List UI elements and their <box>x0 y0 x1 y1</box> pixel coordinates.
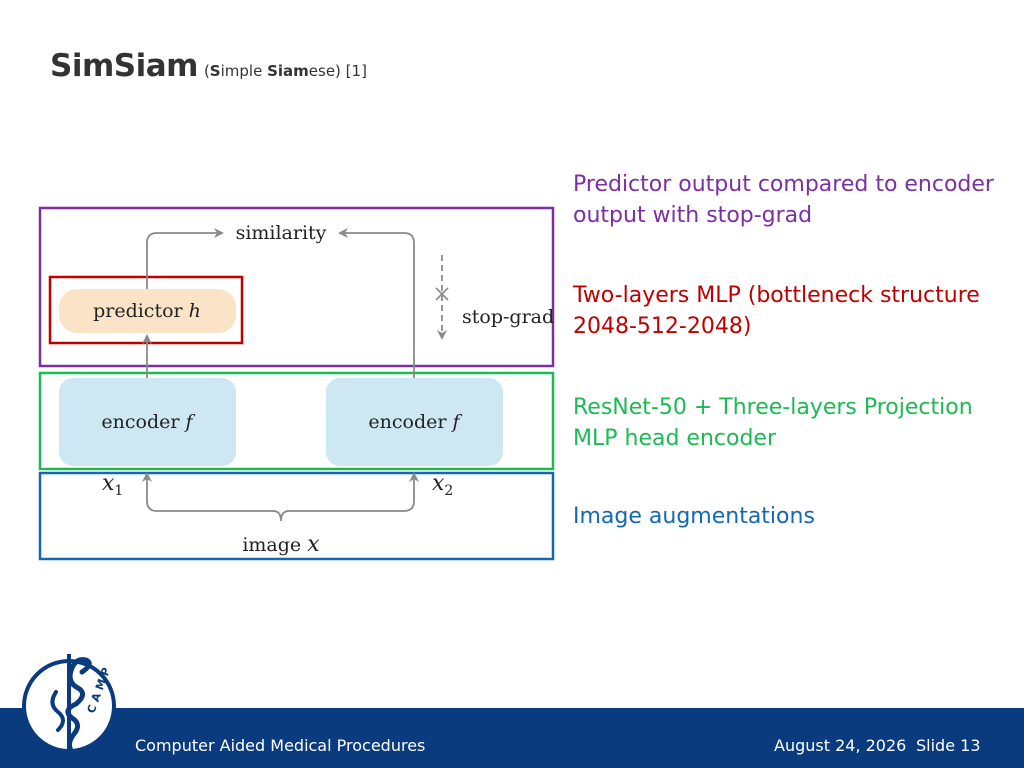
annotation-mlp: Two-layers MLP (bottleneck structure 204… <box>573 283 980 339</box>
encoder-to-similarity-arrow <box>338 228 415 378</box>
image-to-x1-arrow <box>142 472 275 512</box>
augmentation-region-box <box>38 471 555 561</box>
annotation-predictor: Predictor output compared to encoder out… <box>573 172 994 228</box>
image-bracket-tip <box>272 510 290 522</box>
footer-bar: Computer Aided Medical Procedures August… <box>0 708 1024 768</box>
annotation-augmentation: Image augmentations <box>573 504 815 529</box>
footer-date: August 24, 2026 <box>774 736 907 755</box>
x1-label: x1 <box>102 471 123 499</box>
encoder-text-left: encoder f <box>101 411 195 433</box>
predictor-text: predictor h <box>93 300 201 322</box>
footer-institution: Computer Aided Medical Procedures <box>135 736 426 755</box>
stop-grad-label: stop-grad <box>462 306 554 328</box>
simsiam-diagram: predictor h encoder f encoder f similari… <box>38 206 555 561</box>
predictor-box <box>59 289 236 333</box>
image-label: image x <box>242 532 320 557</box>
annotation-encoder: ResNet-50 + Three-layers Projection MLP … <box>573 395 973 451</box>
slide-title: SimSiam (Simple Siamese) [1] <box>50 48 367 84</box>
camp-logo: CAMP <box>22 654 116 755</box>
subtitle-bold-siam: Siam <box>267 62 309 80</box>
similarity-label: similarity <box>236 222 327 244</box>
encoder-text-right: encoder f <box>368 411 462 433</box>
subtitle-imple: imple <box>220 62 268 80</box>
subtitle-open: ( <box>203 62 210 80</box>
encoder-box-left <box>59 378 236 466</box>
similarity-region-box <box>38 206 555 368</box>
encoder-box-right <box>326 378 503 466</box>
predictor-to-similarity-arrow <box>146 228 224 289</box>
title-main: SimSiam <box>50 48 198 84</box>
image-to-x2-arrow <box>287 472 419 512</box>
encoder-region-box <box>38 371 555 471</box>
subtitle-bold-s: S <box>209 62 221 80</box>
footer-slide-number: Slide 13 <box>916 736 981 755</box>
stop-grad-cross-icon <box>435 287 449 301</box>
title-subtitle: (Simple Siamese) [1] <box>204 62 367 80</box>
x2-label: x2 <box>432 471 453 499</box>
subtitle-ese: ese) [1] <box>308 62 367 80</box>
